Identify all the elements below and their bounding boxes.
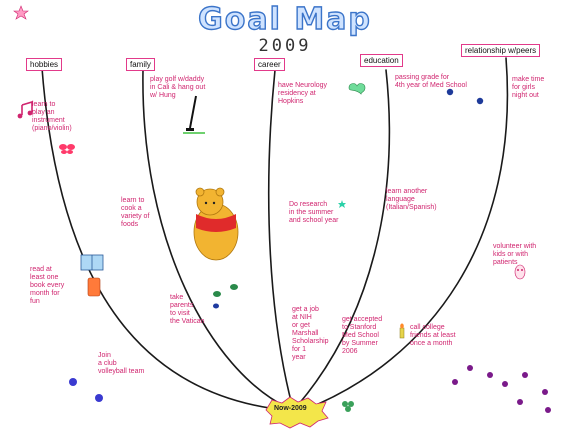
music-note-icon bbox=[17, 100, 33, 119]
category-hobbies: hobbies bbox=[26, 58, 63, 71]
note-hobbies-volleyball: Join a club volleyball team bbox=[98, 352, 145, 375]
grape-icons bbox=[452, 365, 551, 413]
note-career-job: get a job at NIH or get Marshall Scholar… bbox=[292, 306, 329, 361]
grape-icon bbox=[452, 379, 458, 385]
grape-icon bbox=[545, 407, 551, 413]
note-family-vatican: take parents to visit the Vatican bbox=[170, 294, 205, 325]
center-starburst-icon bbox=[265, 396, 329, 429]
branch-relationship bbox=[303, 57, 509, 411]
branch-education bbox=[297, 69, 391, 406]
grape-icon bbox=[502, 381, 508, 387]
grape-icon bbox=[522, 372, 528, 378]
note-relationship-girls-night: make time for girls night out bbox=[512, 76, 545, 99]
category-career: career bbox=[254, 58, 285, 71]
grape-icon bbox=[517, 399, 523, 405]
year-label: 2009 bbox=[258, 36, 312, 56]
branch-family bbox=[142, 69, 289, 409]
grape-icon bbox=[542, 389, 548, 395]
clover-icon bbox=[342, 401, 354, 412]
snowflake-icon bbox=[69, 378, 77, 386]
note-family-golf: play golf w/daddy in Cali & hang out w/ … bbox=[150, 76, 206, 99]
snowflake-icons bbox=[69, 378, 103, 402]
branch-lines bbox=[41, 57, 509, 411]
grape-icon bbox=[467, 365, 473, 371]
note-relationship-call: call college friends at least once a mon… bbox=[410, 324, 456, 347]
note-career-residency: have Neurology residency at Hopkins bbox=[278, 82, 328, 105]
leaf-icon bbox=[230, 284, 238, 290]
category-family: family bbox=[126, 58, 155, 71]
book-icon bbox=[80, 254, 104, 271]
candle-icon bbox=[399, 323, 405, 339]
owl-icon bbox=[514, 264, 526, 280]
snowflake-icon bbox=[95, 394, 103, 402]
note-education-language: learn another language (Italian/Spanish) bbox=[386, 188, 437, 211]
flower-icons bbox=[446, 88, 484, 105]
branch-career bbox=[267, 69, 293, 406]
leaf-icon bbox=[213, 291, 221, 297]
category-education: education bbox=[360, 54, 403, 67]
note-education-stanford: get accepted to Stanford Med School by S… bbox=[342, 316, 383, 355]
star-icons bbox=[13, 5, 346, 208]
page-title: Goal Map bbox=[197, 1, 372, 37]
leaf-icon bbox=[213, 303, 219, 309]
note-education-grade: passing grade for 4th year of Med School bbox=[395, 74, 467, 89]
branch-hobbies bbox=[41, 67, 285, 411]
note-career-research: Do research in the summer and school yea… bbox=[289, 201, 339, 224]
center-label: Now-2009 bbox=[274, 405, 307, 412]
cup-icon bbox=[87, 277, 101, 297]
butterfly-icon bbox=[59, 144, 75, 154]
flower-icon bbox=[446, 88, 454, 96]
star-icon bbox=[13, 5, 29, 20]
bear-sticker-icon bbox=[193, 187, 239, 261]
flower-icon bbox=[476, 97, 484, 105]
note-hobbies-read: read at least one book every month for f… bbox=[30, 266, 65, 305]
golf-club-icon bbox=[183, 95, 205, 134]
note-hobbies-instrument: learn to play an instrument (piano/violi… bbox=[32, 101, 72, 132]
note-relationship-volunteer: volunteer with kids or with patients bbox=[493, 243, 537, 266]
category-relationship: relationship w/peers bbox=[461, 44, 541, 57]
grape-icon bbox=[487, 372, 493, 378]
leaf-icons bbox=[213, 284, 238, 309]
heart-icon bbox=[348, 83, 366, 95]
note-family-cook: learn to cook a variety of foods bbox=[121, 197, 150, 228]
star-icon bbox=[338, 200, 346, 208]
